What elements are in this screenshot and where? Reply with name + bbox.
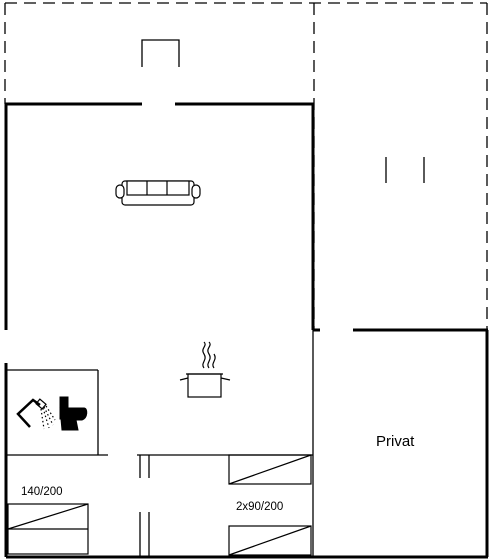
bed-icon-twin <box>228 454 312 556</box>
sofa-icon <box>115 180 201 206</box>
interior-walls <box>6 330 314 557</box>
bed-size-label-double: 140/200 <box>21 486 63 498</box>
divider-marks <box>385 157 425 183</box>
bed-icon <box>7 503 89 555</box>
shower-icon <box>16 398 56 430</box>
toilet-icon <box>59 396 88 431</box>
bed-size-label-twin: 2x90/200 <box>236 501 283 513</box>
cooking-pot-icon <box>179 341 231 398</box>
exterior-walls <box>4 102 489 559</box>
chimney-icon <box>141 39 180 67</box>
room-label-private: Privat <box>376 433 415 450</box>
terrace-outline <box>4 2 488 330</box>
